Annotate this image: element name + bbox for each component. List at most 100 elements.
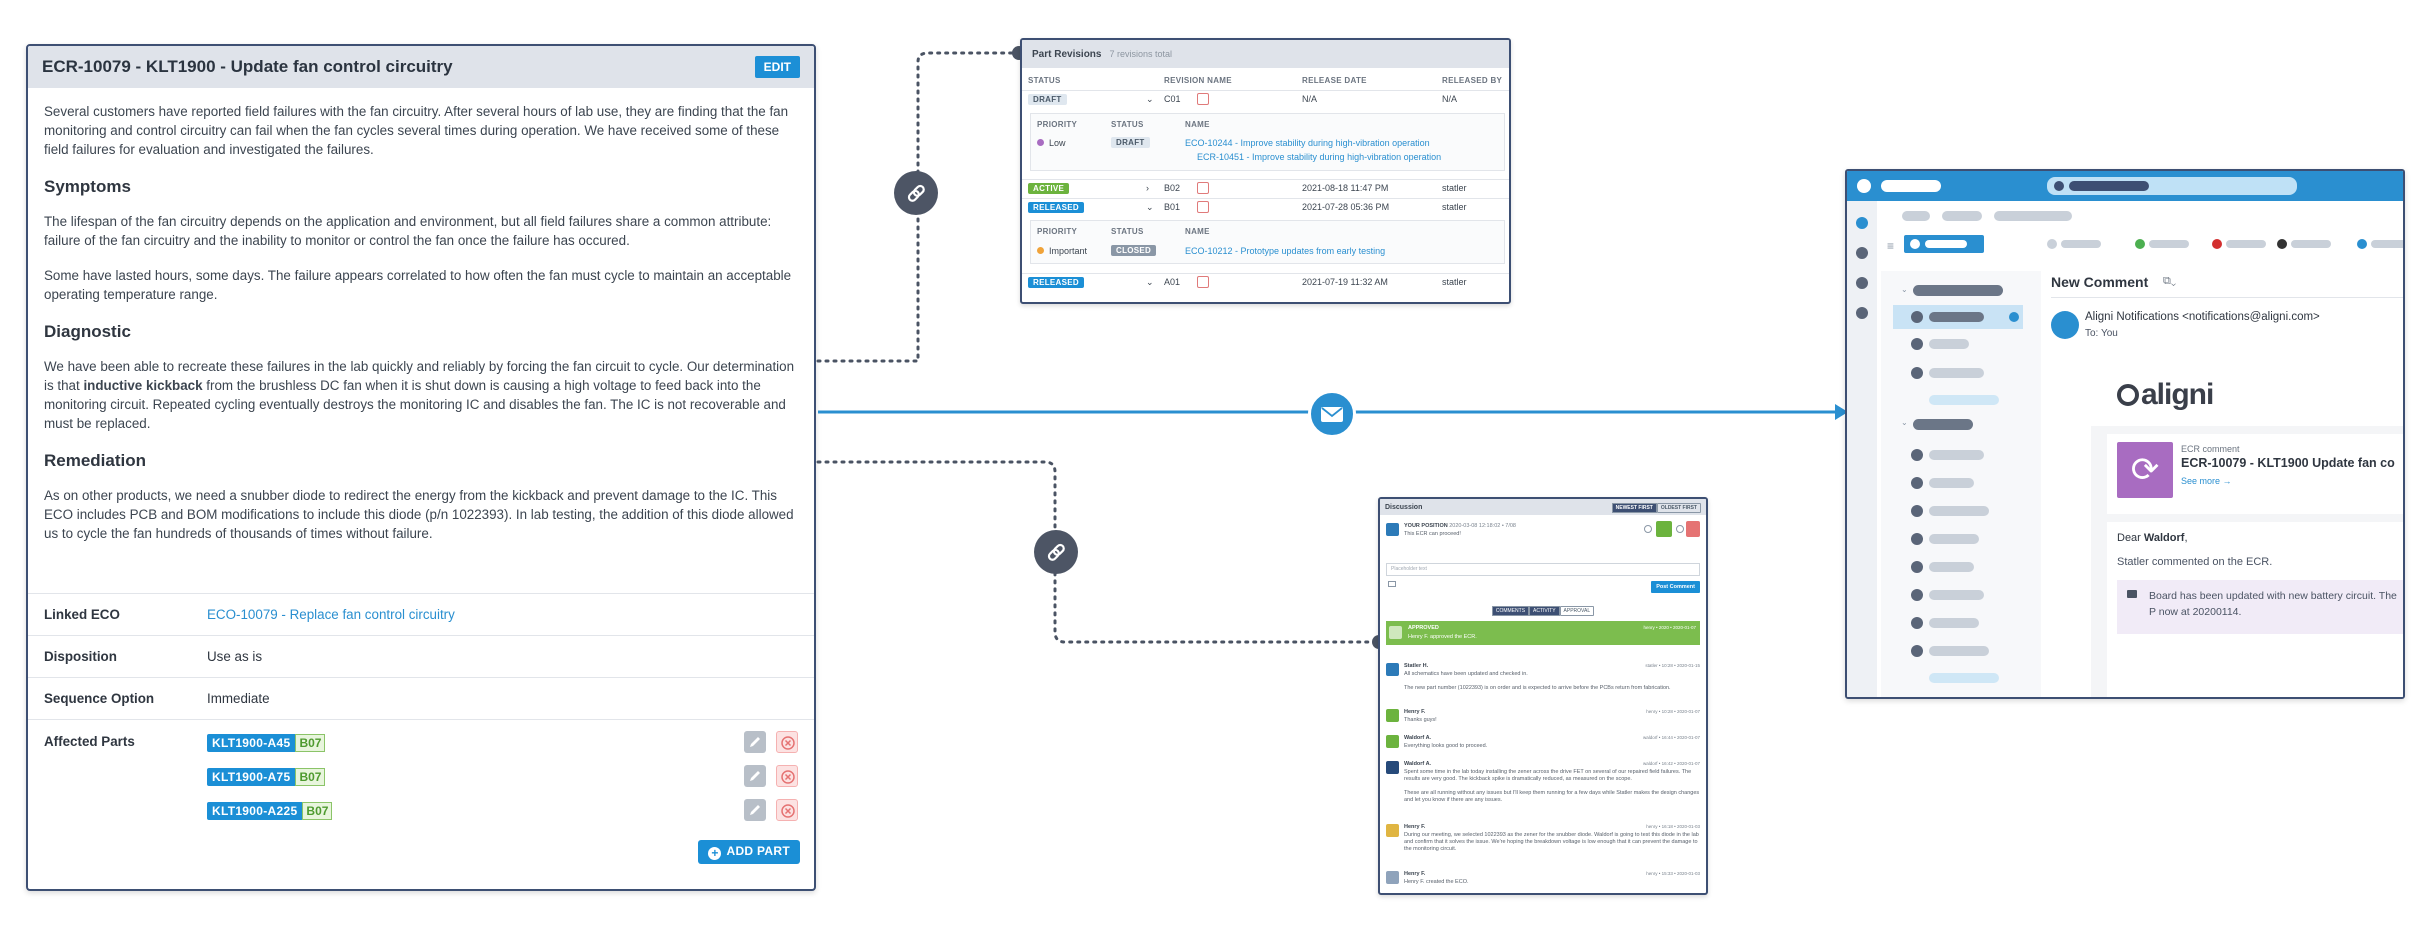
edit-part-icon[interactable] [744,731,766,753]
plus-icon [1910,239,1920,249]
folder-label[interactable] [1929,673,1999,683]
comment-timestamp: henry • 16:18 • 2020-01-03 [1646,824,1700,829]
filter-approval[interactable]: APPROVAL [1559,606,1595,616]
email-icon [1308,390,1356,438]
comment-input[interactable]: Placeholder text [1386,563,1700,576]
tag-blue-icon[interactable] [2357,239,2367,249]
pdf-icon[interactable] [1197,276,1209,288]
edit-part-icon[interactable] [744,799,766,821]
filter-comments[interactable]: COMMENTS [1491,606,1530,616]
unread-dot-icon [2009,312,2019,322]
folder-label[interactable] [1929,368,1984,378]
folder-label[interactable] [1929,534,1979,544]
revision-row[interactable]: RELEASED ⌄ B01 2021-07-28 05:36 PM statl… [1022,198,1509,215]
folder-label[interactable] [1929,562,1974,572]
folder-icon[interactable] [1911,477,1923,489]
eco-link[interactable]: ECO-10244 - Improve stability during hig… [1185,137,1430,148]
comment-author: Waldorf A. [1404,735,1432,741]
remove-part-icon[interactable] [776,731,798,753]
toolbar-tab[interactable] [1942,211,1982,221]
avatar [1386,824,1399,837]
see-more-link[interactable]: See more → [2181,476,2232,486]
folder-icon[interactable] [1911,533,1923,545]
filter-icon[interactable] [2047,239,2057,249]
folder-icon[interactable] [1911,561,1923,573]
eco-link[interactable]: ECO-10212 - Prototype updates from early… [1185,245,1386,256]
folder-label[interactable] [1929,450,1984,460]
comment-text: All schematics have been updated and che… [1404,671,1671,691]
folder-icon[interactable] [1911,645,1923,657]
folder-label[interactable] [1929,478,1974,488]
reject-icon[interactable] [1686,521,1700,537]
remediation-heading: Remediation [44,451,147,470]
approved-banner: APPROVED Henry F. approved the ECR. henr… [1386,621,1700,645]
folder-icon[interactable] [1911,589,1923,601]
chevron-right-icon[interactable]: › [1146,183,1149,193]
toolbar-tab[interactable] [1902,211,1930,221]
filter-activity[interactable]: ACTIVITY [1529,606,1560,616]
comment-icon [2127,590,2137,598]
attach-icon[interactable] [1388,581,1396,587]
approve-icon[interactable] [1656,521,1672,537]
folder-label[interactable] [1929,506,1989,516]
toolbar-tab[interactable] [1994,211,2072,221]
tag-label[interactable] [2226,240,2266,248]
post-comment-button[interactable]: Post Comment [1651,581,1700,593]
edit-button[interactable]: EDIT [754,56,800,78]
folder-icon[interactable] [1911,449,1923,461]
sort-newest-button[interactable]: NEWEST FIRST [1611,502,1657,513]
info-icon[interactable] [1676,525,1684,533]
mail-icon[interactable] [1856,217,1868,229]
folder-label[interactable] [1929,618,1979,628]
chevron-down-icon[interactable]: ⌄ [1146,276,1154,287]
remove-part-icon[interactable] [776,765,798,787]
filter-label[interactable] [2061,240,2101,248]
revision-row[interactable]: DRAFT ⌄ C01 N/A N/A [1022,90,1509,107]
folder-label[interactable] [1929,339,1969,349]
calendar-icon[interactable] [1856,247,1868,259]
folder-icon[interactable] [1911,617,1923,629]
ecr-link[interactable]: ECR-10451 - Improve stability during hig… [1197,151,1442,162]
folder-icon[interactable] [1911,338,1923,350]
revision-name: C01 [1164,94,1181,104]
folder-label[interactable] [1929,646,1989,656]
revision-row[interactable]: RELEASED ⌄ A01 2021-07-19 11:32 AM statl… [1022,273,1509,290]
people-icon[interactable] [1856,277,1868,289]
revision-row[interactable]: ACTIVE › B02 2021-08-18 11:47 PM statler [1022,179,1509,196]
chevron-down-icon[interactable]: ⌄ [1146,201,1154,212]
folder-group[interactable] [1913,285,2003,296]
linked-eco-label: Linked ECO [44,607,120,622]
folder-label[interactable] [1929,590,1984,600]
details-header: PRIORITY STATUS NAME [1031,116,1504,133]
tag-label[interactable] [2291,240,2331,248]
menu-icon[interactable]: ≡ [1887,239,1895,253]
pdf-icon[interactable] [1197,93,1209,105]
tasks-icon[interactable] [1856,307,1868,319]
tag-black-icon[interactable] [2277,239,2287,249]
tag-red-icon[interactable] [2212,239,2222,249]
neutral-icon[interactable] [1644,525,1652,533]
tag-green-icon[interactable] [2135,239,2145,249]
copy-icon[interactable]: ⧉⌄ [2163,275,2177,287]
tag-label[interactable] [2149,240,2189,248]
folder-group[interactable] [1913,419,1973,430]
tag-label[interactable] [2371,240,2403,248]
sort-oldest-button[interactable]: OLDEST FIRST [1656,502,1701,513]
remove-part-icon[interactable] [776,799,798,821]
approved-text: Henry F. approved the ECR. [1408,634,1477,640]
folder-label[interactable] [1929,395,1999,405]
pdf-icon[interactable] [1197,201,1209,213]
folder-icon[interactable] [1911,505,1923,517]
edit-part-icon[interactable] [744,765,766,787]
add-part-button[interactable]: +ADD PART [698,840,800,864]
folder-icon[interactable] [1911,367,1923,379]
chevron-down-icon[interactable]: ⌄ [1901,418,1908,427]
chevron-down-icon[interactable]: ⌄ [1901,285,1908,294]
linked-eco-link[interactable]: ECO-10079 - Replace fan control circuitr… [207,607,455,622]
pdf-icon[interactable] [1197,182,1209,194]
chevron-down-icon[interactable]: ⌄ [1146,93,1154,104]
